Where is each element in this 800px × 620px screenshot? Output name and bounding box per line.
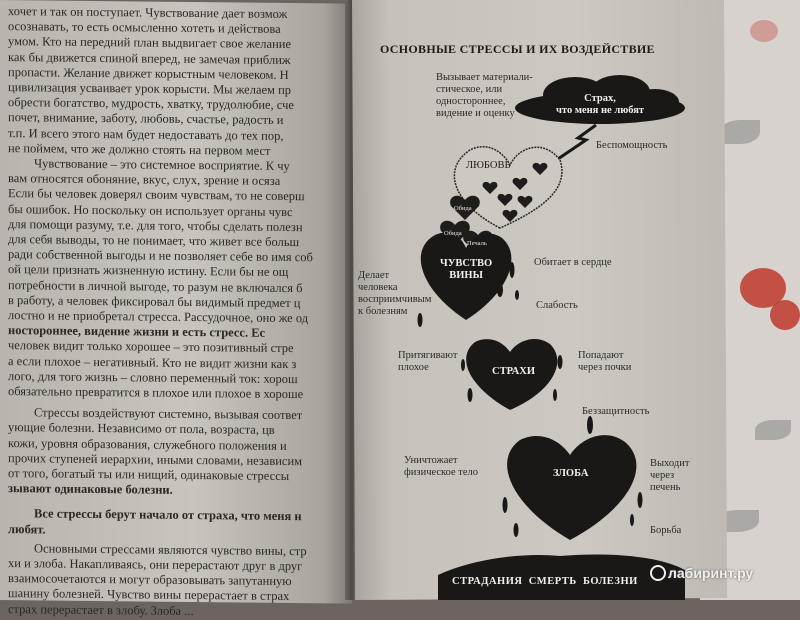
sadness-label: Печаль — [467, 240, 487, 247]
guilt-right-note: Обитает в сердце — [534, 257, 612, 268]
lightning-bolt — [551, 123, 597, 165]
anger-drips — [502, 416, 643, 537]
cloud-shape — [515, 75, 685, 124]
text-line: обязательно превратится в плохое или пло… — [8, 384, 304, 402]
stress-diagram — [417, 75, 685, 600]
left-page: хочет и так он поступает. Чувствование д… — [0, 0, 352, 618]
guilt-left-note: Делает человека восприимчивым к болезням — [358, 270, 432, 317]
fears-left-note: Притягивают плохое — [398, 350, 458, 373]
text-line: зывают одинаковые болезни. — [8, 481, 173, 497]
helplessness-label: Беспомощность — [596, 140, 668, 151]
love-small-hearts — [482, 162, 548, 222]
bottom-band-label: СТРАДАНИЯ СМЕРТЬ БОЛЕЗНИ — [452, 576, 638, 587]
fears-heart-shape — [466, 338, 558, 410]
guilt-drips — [417, 262, 519, 327]
diagram-title: ОСНОВНЫЕ СТРЕССЫ И ИХ ВОЗДЕЙСТВИЕ — [380, 42, 655, 56]
guilt-heart-shape — [420, 232, 512, 320]
cloud-note: Вызывает материали- стическое, или однос… — [436, 72, 533, 119]
text-line: Все стрессы берут начало от страха, что … — [34, 506, 302, 524]
text-line: страх перерастает в злобу. Злоба ... — [8, 601, 194, 618]
cloud-text: Страх, что меня не любят — [556, 93, 645, 116]
anger-left-note: Уничтожает физическое тело — [404, 455, 479, 478]
anger-right-note: Выходит через печень — [650, 458, 690, 493]
fears-label: СТРАХИ — [492, 366, 535, 377]
resentment-label-1: Обида — [454, 205, 472, 212]
text-line: любят. — [8, 521, 46, 537]
love-label: ЛЮБОВЬ — [466, 160, 511, 171]
watermark: лабиринт.ру — [668, 565, 754, 581]
struggle-label: Борьба — [650, 525, 682, 536]
watermark-logo-icon — [650, 565, 666, 581]
weakness-label: Слабость — [536, 300, 578, 311]
guilt-label: ЧУВСТВО ВИНЫ — [440, 258, 493, 281]
defenseless-label: Беззащитность — [582, 406, 650, 417]
fears-drips — [461, 355, 563, 402]
bottom-band-shape — [438, 554, 685, 600]
fears-right-note: Попадают через почки — [578, 350, 632, 373]
anger-heart-shape — [507, 435, 637, 540]
resentment-label-2: Обида — [444, 230, 462, 237]
anger-label: ЗЛОБА — [553, 468, 589, 479]
